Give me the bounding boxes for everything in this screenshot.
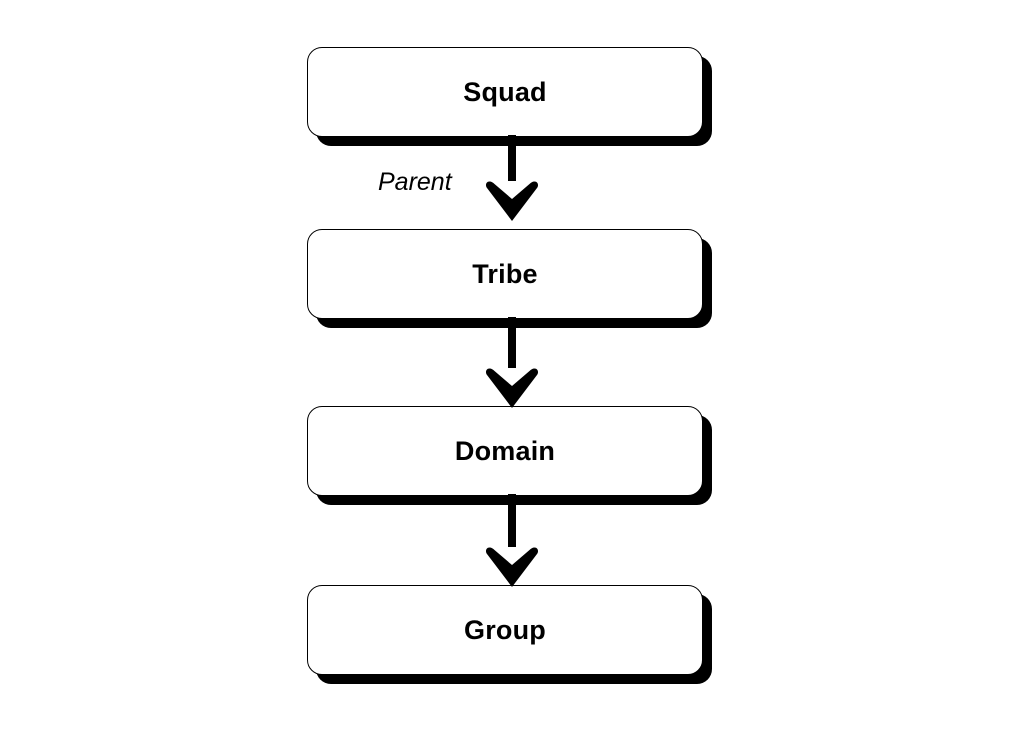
node-squad[interactable]: Squad bbox=[307, 47, 703, 137]
node-domain-label: Domain bbox=[454, 435, 556, 466]
arrow-tribe-to-domain bbox=[484, 317, 540, 408]
node-tribe-label: Tribe bbox=[472, 258, 538, 289]
edge-label-parent: Parent bbox=[378, 168, 452, 196]
arrow-squad-to-tribe bbox=[484, 135, 540, 221]
arrow-down-icon bbox=[485, 135, 539, 221]
arrow-down-icon bbox=[485, 494, 539, 587]
arrow-down-icon bbox=[485, 317, 539, 408]
node-group[interactable]: Group bbox=[307, 585, 703, 675]
node-group-label: Group bbox=[464, 614, 546, 645]
node-tribe[interactable]: Tribe bbox=[307, 229, 703, 319]
node-squad-label: Squad bbox=[463, 76, 547, 107]
node-domain[interactable]: Domain bbox=[307, 406, 703, 496]
arrow-domain-to-group bbox=[484, 494, 540, 587]
